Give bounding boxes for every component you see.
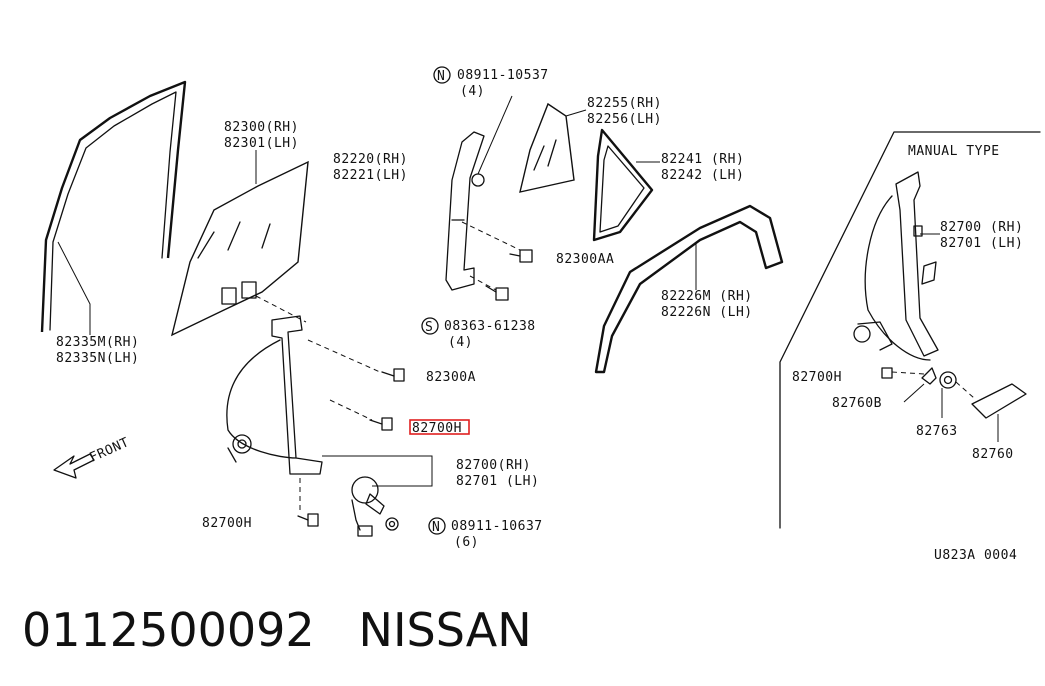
label-08911-10637: 08911-10637 bbox=[451, 519, 543, 534]
label-82256: 82256(LH) bbox=[587, 112, 662, 127]
label-front: FRONT bbox=[88, 435, 132, 466]
sash-82220 bbox=[445, 95, 533, 301]
label-08911-10537-qty: (4) bbox=[460, 84, 485, 99]
bolt-82700h-bottom bbox=[297, 513, 319, 527]
run-channel-82335 bbox=[40, 80, 187, 335]
label-m82760b: 82760B bbox=[832, 396, 882, 411]
label-82221: 82221(LH) bbox=[333, 168, 408, 183]
partition-glass-82255 bbox=[519, 102, 587, 193]
label-82300aa: 82300AA bbox=[556, 252, 614, 267]
svg-text:S: S bbox=[425, 320, 433, 335]
footer-caption: 0112500092 NISSAN bbox=[22, 598, 1022, 662]
manual-type-inset bbox=[779, 131, 1041, 529]
label-82226n: 82226N (LH) bbox=[661, 305, 753, 320]
circle-n-bottom: N bbox=[428, 517, 446, 535]
partition-seal-82241 bbox=[592, 128, 660, 242]
label-82301: 82301(LH) bbox=[224, 136, 299, 151]
bolt-82700h-mid bbox=[369, 417, 393, 431]
part-number: 0112500092 bbox=[22, 603, 315, 657]
label-08363-61238-qty: (4) bbox=[448, 335, 473, 350]
label-m82700h: 82700H bbox=[792, 370, 842, 385]
label-82335n: 82335N(LH) bbox=[56, 351, 139, 366]
circle-s: S bbox=[421, 317, 439, 335]
label-82241: 82241 (RH) bbox=[661, 152, 744, 167]
label-82300a: 82300A bbox=[426, 370, 476, 385]
label-82335m: 82335M(RH) bbox=[56, 335, 139, 350]
label-ref-code: U823A 0004 bbox=[934, 548, 1017, 563]
front-arrow bbox=[53, 453, 95, 479]
regulator-82700 bbox=[226, 295, 433, 537]
label-08911-10537: 08911-10537 bbox=[457, 68, 549, 83]
label-82701-lh: 82701 (LH) bbox=[456, 474, 539, 489]
label-82700h-highlight: 82700H bbox=[412, 421, 462, 436]
label-82300: 82300(RH) bbox=[224, 120, 299, 135]
label-82255: 82255(RH) bbox=[587, 96, 662, 111]
moulding-82226 bbox=[594, 204, 784, 374]
bolt-82300a bbox=[381, 368, 405, 382]
label-82220: 82220(RH) bbox=[333, 152, 408, 167]
svg-text:N: N bbox=[437, 69, 445, 84]
brand-name: NISSAN bbox=[358, 603, 532, 657]
svg-text:N: N bbox=[432, 520, 440, 535]
label-m82701: 82701 (LH) bbox=[940, 236, 1023, 251]
circle-n-top: N bbox=[433, 66, 451, 84]
label-08363-61238: 08363-61238 bbox=[444, 319, 536, 334]
label-m82760: 82760 bbox=[972, 447, 1014, 462]
label-82226m: 82226M (RH) bbox=[661, 289, 753, 304]
label-manual-type: MANUAL TYPE bbox=[908, 144, 1000, 159]
door-glass-82300 bbox=[170, 150, 309, 337]
nut-08911-10637 bbox=[385, 517, 399, 531]
highlight-82700h bbox=[409, 419, 470, 435]
label-82700-rh: 82700(RH) bbox=[456, 458, 531, 473]
parts-diagram: N S N 08911-10537 (4) 82255(RH) 82256(LH… bbox=[40, 66, 1041, 563]
label-m82763: 82763 bbox=[916, 424, 958, 439]
label-m82700: 82700 (RH) bbox=[940, 220, 1023, 235]
label-08911-10637-qty: (6) bbox=[454, 535, 479, 550]
label-82700h-bottom: 82700H bbox=[202, 516, 252, 531]
label-82242: 82242 (LH) bbox=[661, 168, 744, 183]
